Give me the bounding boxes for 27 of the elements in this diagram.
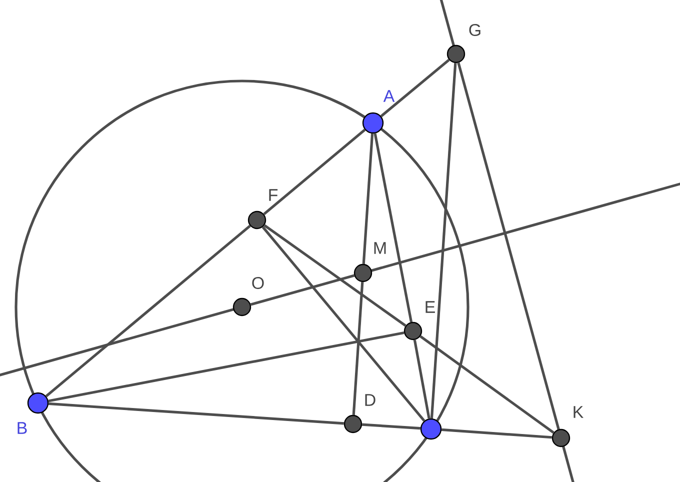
line-segment [362, 423, 420, 430]
line-segment [48, 402, 344, 425]
line-segment [352, 282, 364, 415]
line-segment [457, 62, 560, 430]
point-label: D [365, 394, 376, 406]
line-segment [262, 226, 426, 422]
point-label: F [269, 189, 278, 201]
line-segment [264, 224, 406, 327]
line-segment [413, 340, 430, 419]
point-label: E [426, 301, 435, 313]
line-segment [45, 224, 251, 398]
line-segment [374, 133, 413, 322]
point-label: B [18, 422, 27, 434]
line-segment [263, 128, 366, 216]
line-segment [48, 331, 404, 402]
line-segment [250, 274, 355, 306]
point-label: K [574, 406, 584, 418]
line-segment [420, 335, 554, 434]
line-segment [362, 133, 374, 264]
line-segment [380, 58, 450, 118]
point-dot [420, 418, 442, 440]
line-segment [441, 428, 552, 439]
point-label: A [383, 90, 395, 102]
line-segment [430, 62, 457, 418]
point-label: G [469, 24, 480, 36]
point-label: M [374, 242, 386, 254]
point-label: O [252, 276, 264, 290]
